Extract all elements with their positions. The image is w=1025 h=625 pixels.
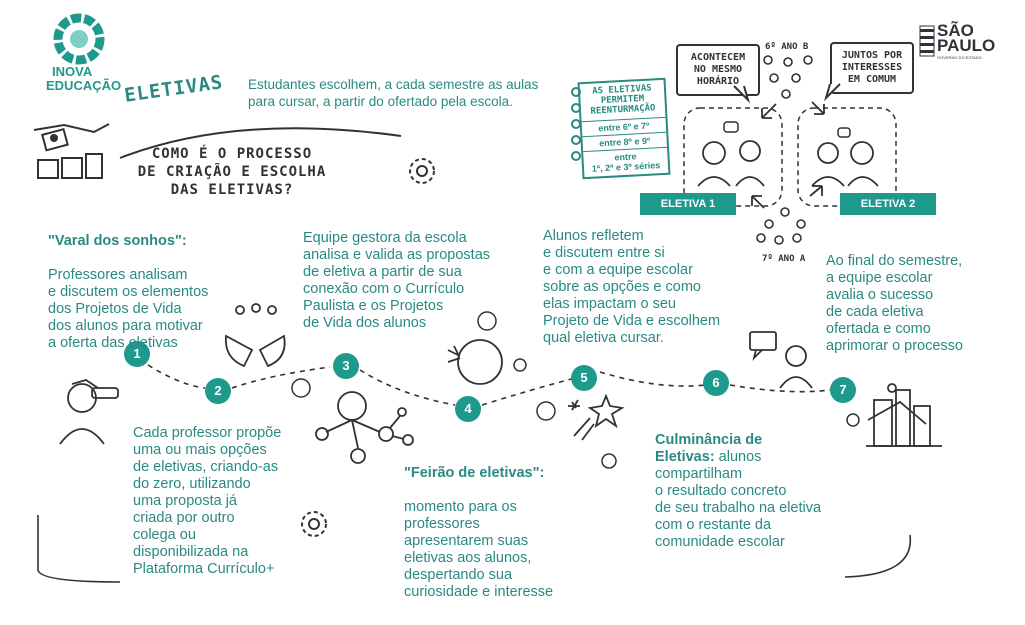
step-6-title-tail: alunos: [714, 449, 762, 465]
step-badge-6: 6: [703, 370, 729, 396]
step-6-title: Culminância de Eletivas:: [655, 432, 763, 465]
step-badge-3: 3: [333, 353, 359, 379]
step-6-text: Culminância de Eletivas: alunos comparti…: [655, 415, 855, 568]
hands-people-icon: [224, 303, 286, 368]
binoculars-person-icon: [59, 379, 119, 445]
step-3-text: Equipe gestora da escola analisa e valid…: [303, 230, 491, 331]
step-2-text: Cada professor propõe uma ou mais opções…: [133, 425, 282, 577]
bubble-tail-left: [733, 85, 751, 104]
students-group-bottom-icon: [756, 207, 806, 245]
buildings-icon: [866, 383, 942, 447]
exchange-arrows: [751, 101, 825, 209]
step-badge-4: 4: [455, 396, 481, 422]
hand-cards-icon: [33, 123, 110, 179]
students-group-top-icon: [763, 55, 813, 99]
classroom-2-frame: [797, 107, 897, 207]
step-1-title: "Varal dos sonhos":: [48, 233, 187, 249]
sp-logo-text-2: PAULO: [937, 36, 996, 55]
step-7-text: Ao final do semestre, a equipe escolar a…: [826, 253, 963, 354]
step-5-text: Alunos refletem e discutem entre si e co…: [543, 228, 721, 346]
inova-logo-icon: [53, 13, 105, 65]
grade-label-7a: 7º ANO A: [762, 254, 806, 264]
question-arc: [119, 127, 402, 159]
step-badge-7: 7: [830, 377, 856, 403]
sao-paulo-logo: SÃO PAULO GOVERNO DO ESTADO: [919, 21, 995, 66]
step-badge-2: 2: [205, 378, 231, 404]
shooting-stars-icon: [568, 393, 625, 441]
step-1-body: Professores analisam e discutem os eleme…: [48, 267, 209, 351]
process-question: COMO É O PROCESSO DE CRIAÇÃO E ESCOLHA D…: [137, 146, 327, 198]
inova-logo: INOVA EDUCAÇÃO: [46, 13, 122, 96]
bubble-tail-right: [823, 83, 841, 102]
gear-icon-small: [301, 511, 327, 537]
presenter-person-icon: [749, 331, 813, 389]
sp-flag-icon: [919, 25, 935, 57]
bubble-same-schedule: ACONTECEM NO MESMO HORÁRIO: [676, 44, 760, 96]
step-badge-1: 1: [124, 341, 150, 367]
elective-2-label: ELETIVA 2: [840, 193, 936, 215]
note-spiral-icon: [571, 87, 581, 161]
inova-logo-text-1: INOVA: [52, 64, 93, 79]
network-nodes-icon: [315, 391, 414, 464]
gear-icon: [409, 158, 435, 184]
step-4-text: "Feirão de eletivas": momento para os pr…: [404, 448, 604, 601]
bubble-common-interests: JUNTOS POR INTERESSES EM COMUM: [830, 42, 914, 94]
grade-label-6b: 6º ANO B: [765, 42, 809, 52]
step-1-text: "Varal dos sonhos": Professores analisam…: [48, 216, 278, 352]
sp-logo-text-1: SÃO: [937, 21, 974, 40]
elective-1-label: ELETIVA 1: [640, 193, 736, 215]
sp-logo-sub: GOVERNO DO ESTADO: [937, 55, 982, 60]
intro-text: Estudantes escolhem, a cada semestre as …: [248, 77, 539, 109]
step-4-body: momento para os professores apresentarem…: [404, 499, 554, 600]
step-6-body: compartilham o resultado concreto de seu…: [655, 466, 822, 550]
classroom-1-frame: [683, 107, 783, 207]
ribbon-cutting-icon: [447, 339, 503, 385]
step-badge-5: 5: [571, 365, 597, 391]
step-4-title: "Feirão de eletivas":: [404, 465, 545, 481]
inova-logo-text-2: EDUCAÇÃO: [46, 78, 122, 93]
